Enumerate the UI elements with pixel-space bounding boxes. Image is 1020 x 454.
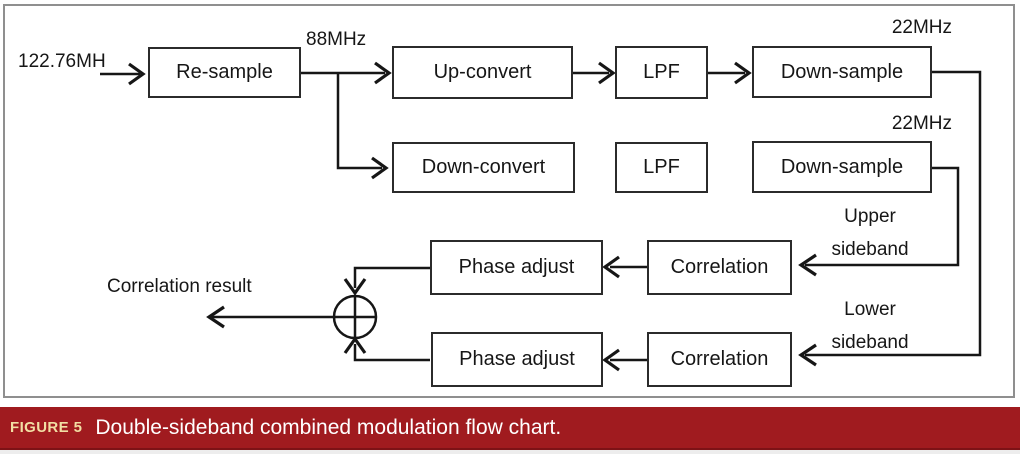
block-phase-adjust-lower: Phase adjust	[431, 332, 603, 387]
block-lpf-lower: LPF	[615, 142, 708, 193]
label-rate-row1: 22MHz	[891, 17, 952, 38]
caption-title: Double-sideband combined modulation flow…	[95, 415, 562, 439]
bottom-strip	[0, 450, 1020, 454]
block-upconvert: Up-convert	[392, 46, 573, 99]
label-correlation-result: Correlation result	[107, 276, 252, 297]
block-lpf-upper: LPF	[615, 46, 708, 99]
block-downsample-upper: Down-sample	[752, 46, 932, 98]
label-lower-sideband-line2: sideband	[831, 332, 909, 353]
connector-lines	[100, 61, 982, 372]
label-rate-row2: 22MHz	[891, 113, 952, 134]
label-lower-sideband-line1: Lower	[844, 299, 896, 320]
label-lower-sideband: Lower sideband	[800, 293, 940, 359]
label-upper-sideband-line1: Upper	[844, 206, 896, 227]
caption-figure-number: FIGURE 5	[10, 419, 83, 436]
sum-junction-icon	[332, 294, 378, 340]
caption-bar: FIGURE 5 Double-sideband combined modula…	[0, 407, 1020, 450]
block-correlation-lower: Correlation	[647, 332, 792, 387]
label-branch-rate: 88MHz	[306, 29, 367, 50]
block-phase-adjust-upper: Phase adjust	[430, 240, 603, 295]
label-input-rate: 122.76MH	[18, 51, 106, 72]
label-upper-sideband-line2: sideband	[831, 239, 909, 260]
block-downsample-lower: Down-sample	[752, 141, 932, 193]
block-correlation-upper: Correlation	[647, 240, 792, 295]
block-resample: Re-sample	[148, 47, 301, 98]
label-upper-sideband: Upper sideband	[800, 200, 940, 266]
block-downconvert: Down-convert	[392, 142, 575, 193]
